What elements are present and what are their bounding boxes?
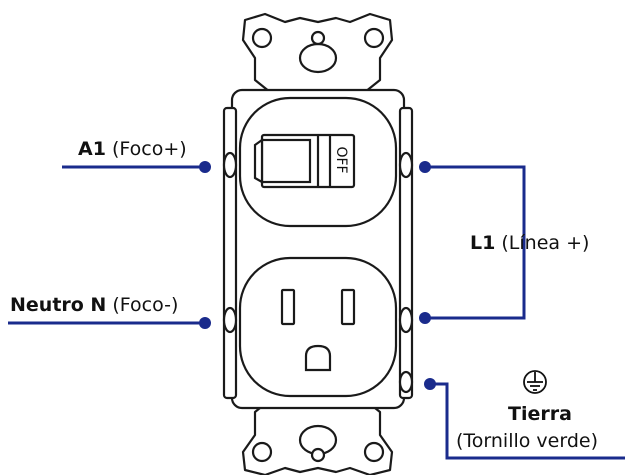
switch-off-label: OFF <box>333 146 349 173</box>
terminal-dot-tierra <box>424 378 436 390</box>
terminal-screw-neutro <box>222 306 238 334</box>
ground-symbol-icon <box>523 370 547 394</box>
wires <box>8 165 625 460</box>
terminal-dot-l1-bottom <box>419 312 431 324</box>
label-neutro-main: Neutro N <box>10 294 107 316</box>
label-a1-sub: (Foco+) <box>111 138 187 160</box>
bottom-mounting-strap <box>241 398 394 475</box>
outlet-section <box>238 256 398 398</box>
label-neutro-sub: (Foco-) <box>112 294 179 316</box>
wire-l1 <box>425 165 526 320</box>
terminal-screw-a1 <box>222 151 238 179</box>
outlet-slot-left <box>280 288 296 326</box>
label-tierra-sub: (Tornillo verde) <box>456 430 599 452</box>
label-l1-main: L1 <box>470 232 496 254</box>
outlet-slot-right <box>340 288 356 326</box>
label-l1-sub: (Línea +) <box>501 232 590 254</box>
terminal-screw-l1-bottom <box>398 306 414 334</box>
terminal-screw-l1-top <box>398 151 414 179</box>
top-mounting-strap <box>241 12 394 94</box>
switch-lever <box>253 137 264 184</box>
outlet-ground-hole <box>304 344 332 372</box>
terminal-dot-a1 <box>199 161 211 173</box>
switch-toggle <box>260 138 312 184</box>
label-tierra-main: Tierra <box>508 403 572 425</box>
terminal-screw-ground <box>398 370 414 394</box>
terminal-dot-l1-top <box>419 161 431 173</box>
terminal-dot-neutro <box>199 317 211 329</box>
wire-tierra <box>430 382 625 460</box>
label-neutro: Neutro N (Foco-) <box>10 294 178 316</box>
label-a1: A1 (Foco+) <box>78 138 187 160</box>
switch-section <box>238 96 398 228</box>
label-a1-main: A1 <box>78 138 106 160</box>
label-l1: L1 (Línea +) <box>470 232 589 254</box>
wire-terminals <box>199 161 436 390</box>
